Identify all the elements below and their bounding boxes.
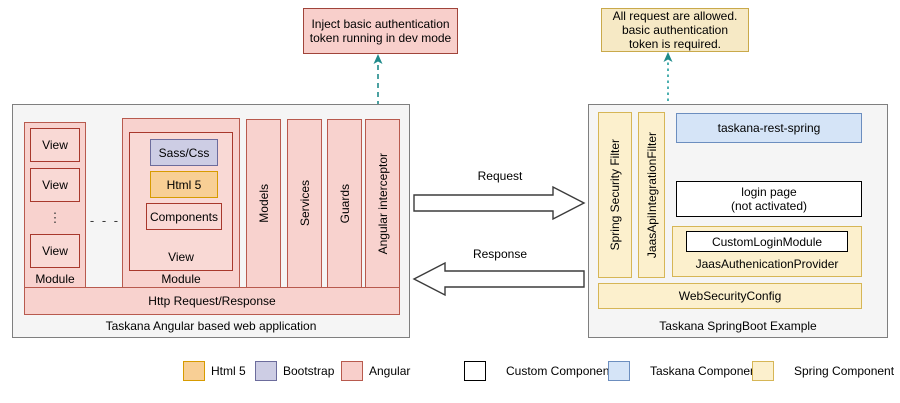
spring-filter-note: All request are allowed. basic authentic… [601,8,749,52]
spring-note-arrowhead-icon [663,52,673,62]
legend-swatch-custom [464,361,486,381]
jaas-api-integration-filter-label: JaasApiIntegrationFilter [644,131,659,259]
custom-login-module[interactable]: CustomLoginModule [686,231,848,252]
column-angular-interceptor-label: Angular interceptor [375,152,390,255]
angular-panel-caption: Taskana Angular based web application [105,319,317,333]
modules-separator: - - - [88,212,122,228]
module-b-label: Module [122,270,240,288]
module-a-view-2[interactable]: View [30,168,80,202]
response-arrow [412,261,585,297]
legend-label-custom: Custom Component [506,364,613,378]
legend-swatch-taskana [608,361,630,381]
module-b-components-label: Components [149,209,219,224]
legend-item-html5: Html 5 [183,361,246,381]
response-arrow-shape [412,261,585,297]
legend-swatch-spring [752,361,774,381]
legend-label-bootstrap: Bootstrap [283,364,335,378]
module-a-view-3[interactable]: View [30,234,80,268]
web-security-config-label: WebSecurityConfig [678,289,782,303]
module-a-view-3-label: View [42,244,68,258]
spring-security-filter-label: Spring Security Filter [608,139,622,251]
legend-item-taskana: Taskana Component [608,361,760,381]
column-angular-interceptor[interactable]: Angular interceptor [365,119,400,288]
column-services[interactable]: Services [287,119,322,288]
module-a-view-1[interactable]: View [30,128,80,162]
spring-note-connector [663,52,673,335]
web-security-config[interactable]: WebSecurityConfig [598,283,862,309]
legend-item-angular: Angular [341,361,410,381]
request-label-text: Request [477,169,523,183]
angular-note-connector [373,54,383,106]
legend-swatch-angular [341,361,363,381]
request-arrow-shape [413,185,586,221]
module-b-label-text: Module [161,272,201,286]
column-models[interactable]: Models [246,119,281,288]
legend-item-custom: Custom Component [464,361,613,381]
module-a-view-1-label: View [42,138,68,152]
http-request-response-bar[interactable]: Http Request/Response [24,287,400,315]
legend-label-spring: Spring Component [794,364,895,378]
legend-label-angular: Angular [369,364,411,378]
module-a-ellipsis-glyph: ⋮ [48,210,62,225]
angular-interceptor-note: Inject basic authentication token runnin… [303,8,458,54]
column-guards[interactable]: Guards [327,119,362,288]
module-a-ellipsis: ⋮ [30,204,80,232]
legend-label-html5: Html 5 [211,364,246,378]
column-models-label: Models [256,184,271,223]
http-request-response-label: Http Request/Response [148,294,276,308]
taskana-rest-spring[interactable]: taskana-rest-spring [676,113,862,143]
jaas-authentication-provider-label: JaasAuthenicationProvider [672,255,862,273]
angular-interceptor-note-text: Inject basic authentication token runnin… [309,17,452,45]
spring-filter-note-text: All request are allowed. basic authentic… [612,9,738,51]
module-a-label: Module [24,270,86,288]
springboot-panel-caption: Taskana SpringBoot Example [659,319,817,333]
login-page-label: login page (not activated) [730,185,808,213]
taskana-rest-spring-label: taskana-rest-spring [717,121,821,135]
module-b-components[interactable]: Components [146,203,222,230]
module-b-sass-css-label: Sass/Css [158,145,210,160]
module-a-view-2-label: View [42,178,68,192]
column-guards-label: Guards [337,183,352,224]
modules-separator-text: - - - [89,212,121,228]
module-b-html5[interactable]: Html 5 [150,171,218,198]
module-b-sass-css[interactable]: Sass/Css [150,139,218,166]
custom-login-module-label: CustomLoginModule [711,234,823,249]
jaas-api-integration-filter[interactable]: JaasApiIntegrationFilter [638,112,665,278]
legend-swatch-bootstrap [255,361,277,381]
module-a-label-text: Module [35,272,75,286]
module-b-view-label: View [129,248,233,266]
request-arrow [413,185,586,221]
request-label: Request [430,168,570,184]
module-b-view-label-text: View [168,250,194,264]
jaas-authentication-provider-label-text: JaasAuthenicationProvider [695,257,839,271]
response-label-text: Response [472,247,528,261]
login-page[interactable]: login page (not activated) [676,181,862,217]
module-b-html5-label: Html 5 [166,177,202,192]
legend-label-taskana: Taskana Component [650,364,761,378]
legend-item-spring: Spring Component [752,361,894,381]
legend-item-bootstrap: Bootstrap [255,361,334,381]
legend-swatch-html5 [183,361,205,381]
column-services-label: Services [297,180,312,227]
spring-security-filter[interactable]: Spring Security Filter [598,112,632,278]
response-label: Response [430,246,570,262]
angular-note-arrowhead-icon [373,54,383,64]
